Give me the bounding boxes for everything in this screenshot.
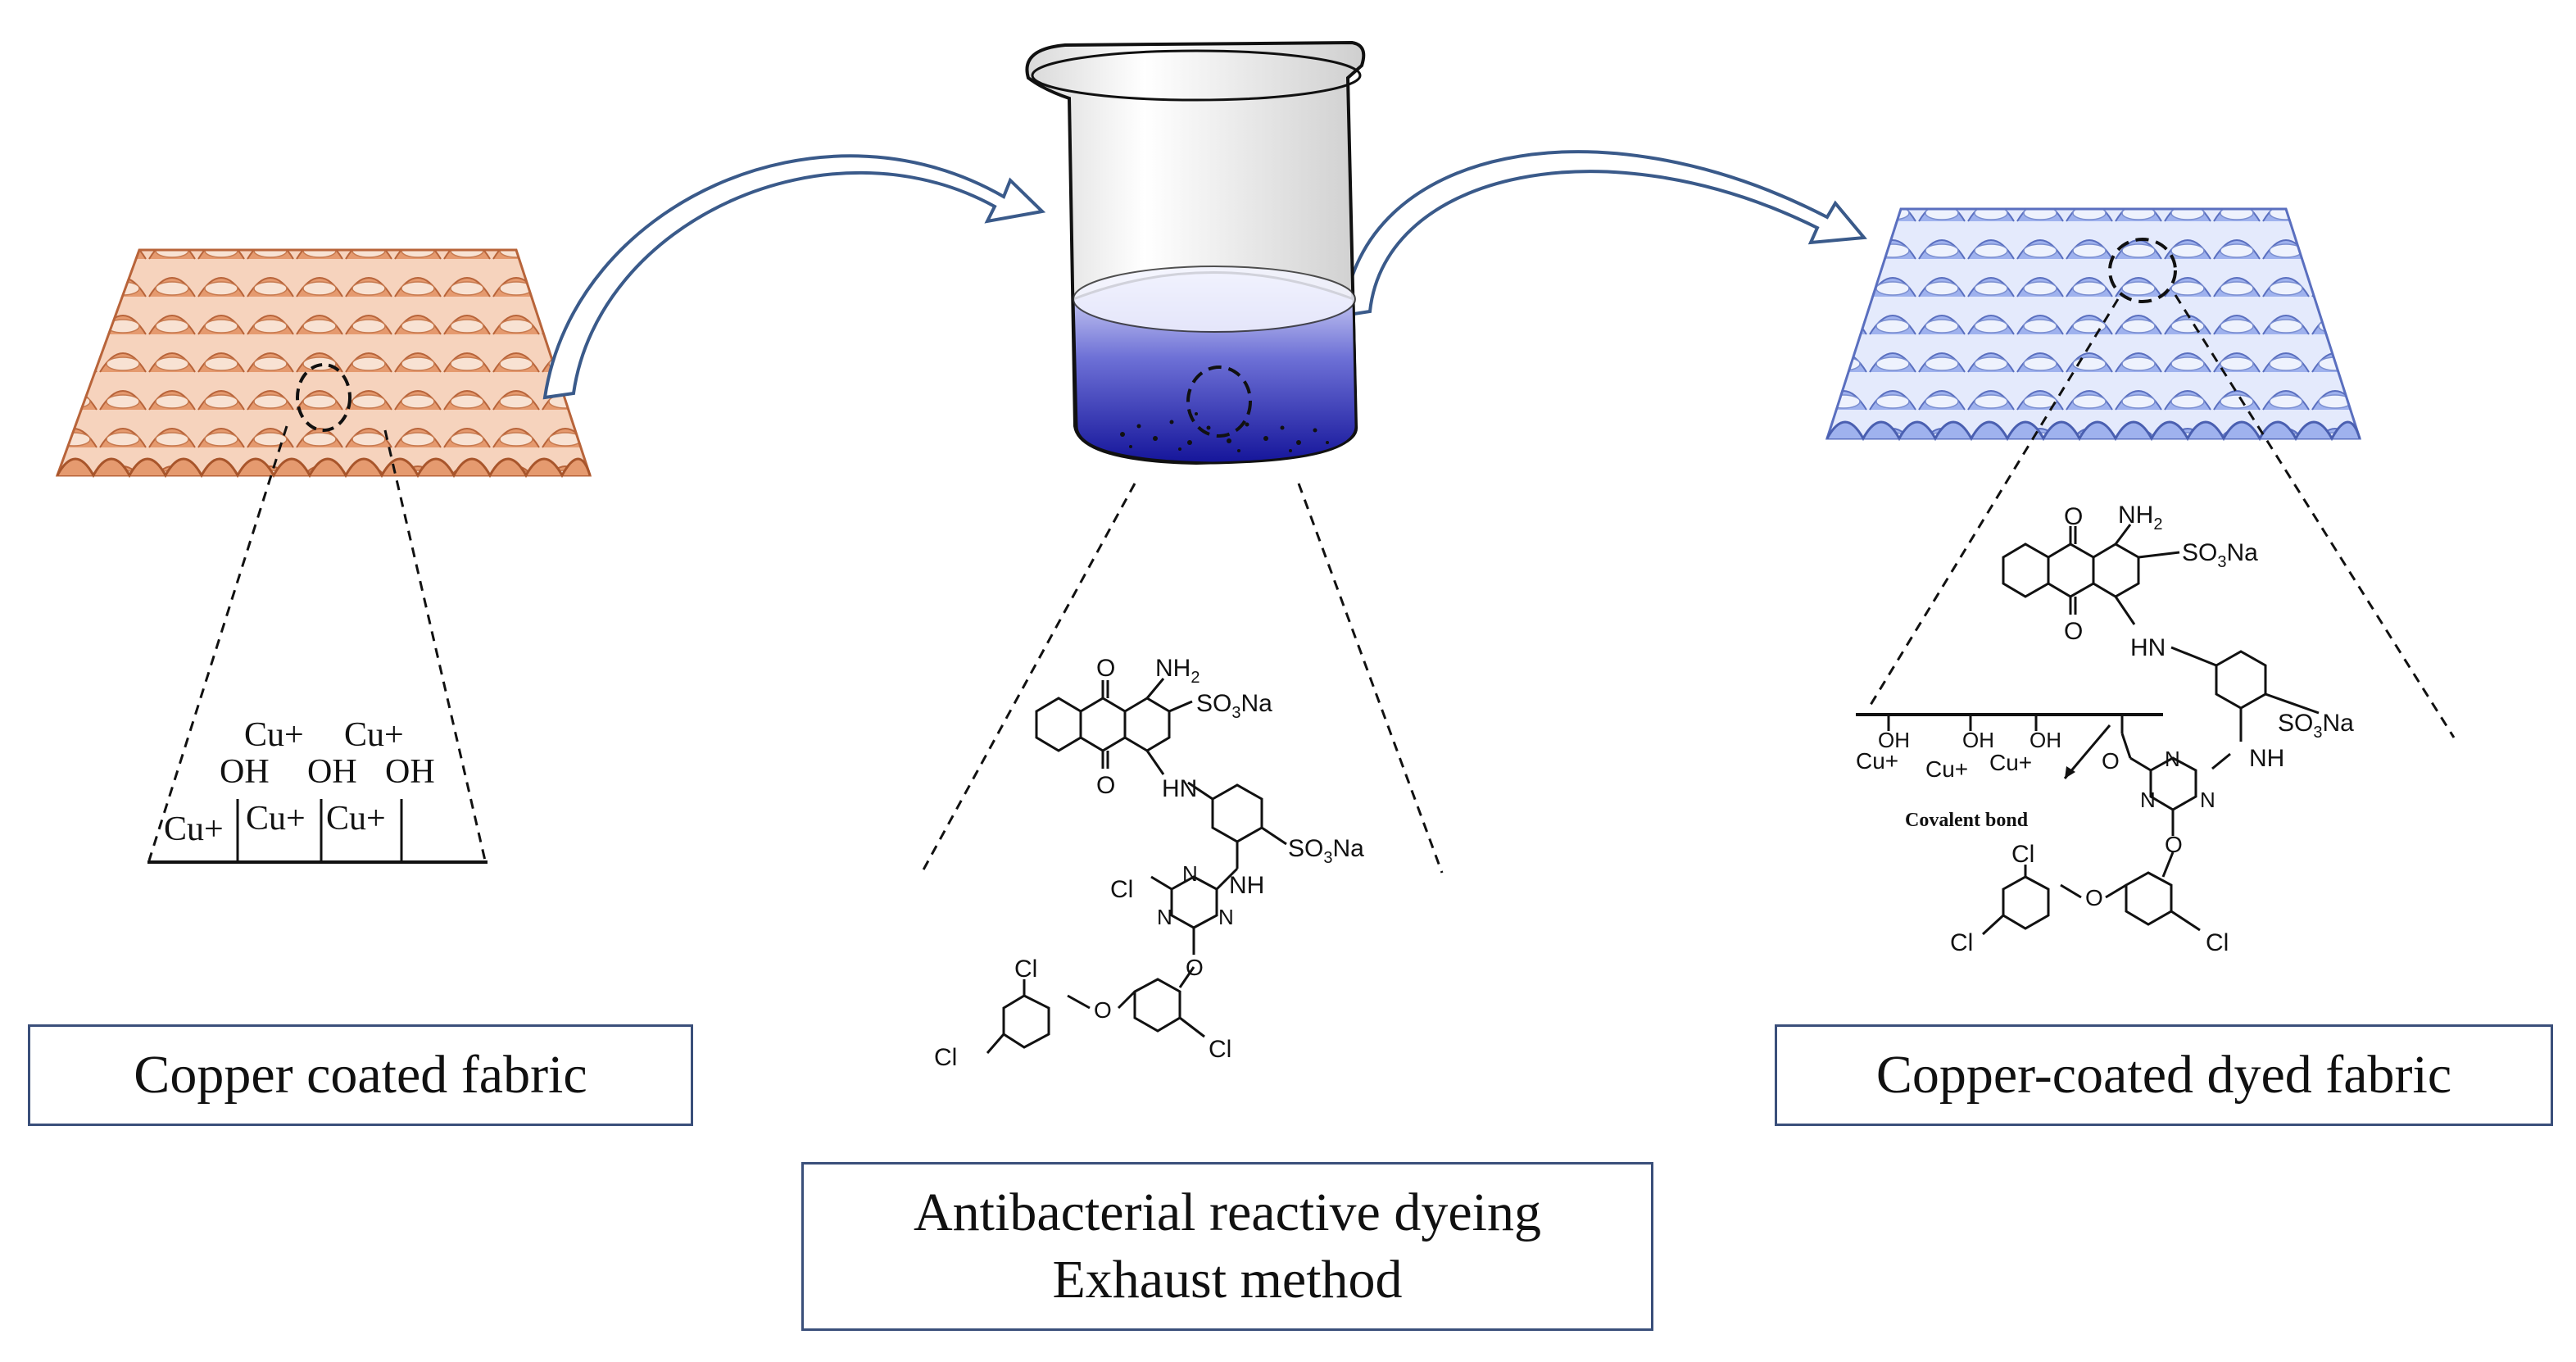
- cl-label: Cl: [2206, 929, 2229, 956]
- caption-copper-coated-fabric: Copper coated fabric: [28, 1024, 693, 1126]
- so3na-label: SO3Na: [1196, 690, 1272, 722]
- cl-label: Cl: [934, 1044, 957, 1071]
- cu-label: Cu+: [1856, 748, 1898, 774]
- right-zoom-lines: [1866, 294, 2456, 738]
- oh-label: OH: [385, 753, 435, 791]
- dyed-molecule-structure: [1981, 524, 2320, 936]
- cu-label: Cu+: [1989, 750, 2032, 775]
- nh-label: NH: [1229, 872, 1264, 899]
- n-label: N: [1218, 905, 1234, 929]
- nh-label: NH: [2249, 745, 2284, 772]
- covalent-bond-label: Covalent bond: [1905, 810, 2029, 831]
- o-label: O: [1094, 997, 1112, 1023]
- cu-label: Cu+: [1925, 756, 1968, 782]
- nh2-label: NH2: [2118, 502, 2162, 533]
- n-label: N: [2200, 788, 2215, 812]
- dyed-fabric: [1825, 207, 2362, 442]
- cu-label: Cu+: [326, 800, 386, 838]
- oh-label: OH: [1962, 728, 1994, 752]
- dye-molecule-labels: O O NH2 SO3Na HN SO3Na NH Cl N N N O Cl …: [934, 655, 1364, 1071]
- o-label: O: [2165, 832, 2183, 857]
- so3na-label: SO3Na: [2182, 539, 2258, 571]
- dyed-molecule-labels: O O NH2 SO3Na HN SO3Na NH O N N N O Cl O…: [1950, 502, 2354, 956]
- o-label: O: [2064, 618, 2083, 645]
- arrow-to-dyed-fabric: [1341, 150, 1867, 318]
- n-label: N: [2140, 788, 2156, 812]
- atom-label: O: [1096, 772, 1115, 799]
- arrow-to-beaker: [542, 154, 1046, 400]
- caption-text: Copper coated fabric: [134, 1044, 587, 1105]
- n-label: N: [1182, 861, 1198, 886]
- cl-label: Cl: [2011, 841, 2034, 868]
- cu-label: Cu+: [244, 716, 304, 754]
- nh2-label: NH2: [1155, 655, 1200, 687]
- cu-label: Cu+: [246, 800, 306, 838]
- caption-dyeing-method: Antibacterial reactive dyeing Exhaust me…: [801, 1162, 1653, 1331]
- caption-text: Antibacterial reactive dyeing: [914, 1182, 1541, 1242]
- so3na-label: SO3Na: [2278, 710, 2354, 742]
- dyed-surface-diagram: OH OH OH Cu+ Cu+ Cu+ Covalent bond: [1856, 713, 2163, 831]
- oh-label: OH: [1878, 728, 1910, 752]
- atom-label: O: [1096, 655, 1115, 682]
- cu-label: Cu+: [344, 716, 404, 754]
- n-label: N: [2165, 747, 2180, 771]
- left-zoom-lines: [147, 425, 487, 861]
- cl-label: Cl: [1110, 876, 1133, 903]
- o-label: O: [1186, 955, 1204, 980]
- dye-molecule-structure: [986, 678, 1287, 1054]
- o-label: O: [2102, 748, 2120, 774]
- n-label: N: [1157, 905, 1172, 929]
- caption-copper-coated-dyed-fabric: Copper-coated dyed fabric: [1775, 1024, 2553, 1126]
- cu-label: Cu+: [164, 810, 224, 848]
- copper-surface-diagram: Cu+ Cu+ OH OH OH Cu+ Cu+ Cu+: [147, 716, 488, 864]
- hn-label: HN: [2130, 634, 2166, 661]
- so3na-label: SO3Na: [1288, 835, 1364, 867]
- oh-label: OH: [307, 753, 357, 791]
- middle-zoom-lines: [920, 483, 1444, 874]
- cl-label: Cl: [1014, 956, 1037, 983]
- nh-label: HN: [1162, 775, 1197, 802]
- copper-fabric: [55, 248, 592, 479]
- oh-label: OH: [2030, 728, 2061, 752]
- o-label: O: [2064, 503, 2083, 530]
- beaker: [1025, 40, 1366, 465]
- caption-text: Exhaust method: [1052, 1250, 1403, 1310]
- oh-label: OH: [220, 753, 270, 791]
- o-label: O: [2085, 885, 2103, 910]
- caption-text: Copper-coated dyed fabric: [1875, 1044, 2452, 1105]
- cl-label: Cl: [1950, 929, 1973, 956]
- cl-label: Cl: [1209, 1036, 1231, 1063]
